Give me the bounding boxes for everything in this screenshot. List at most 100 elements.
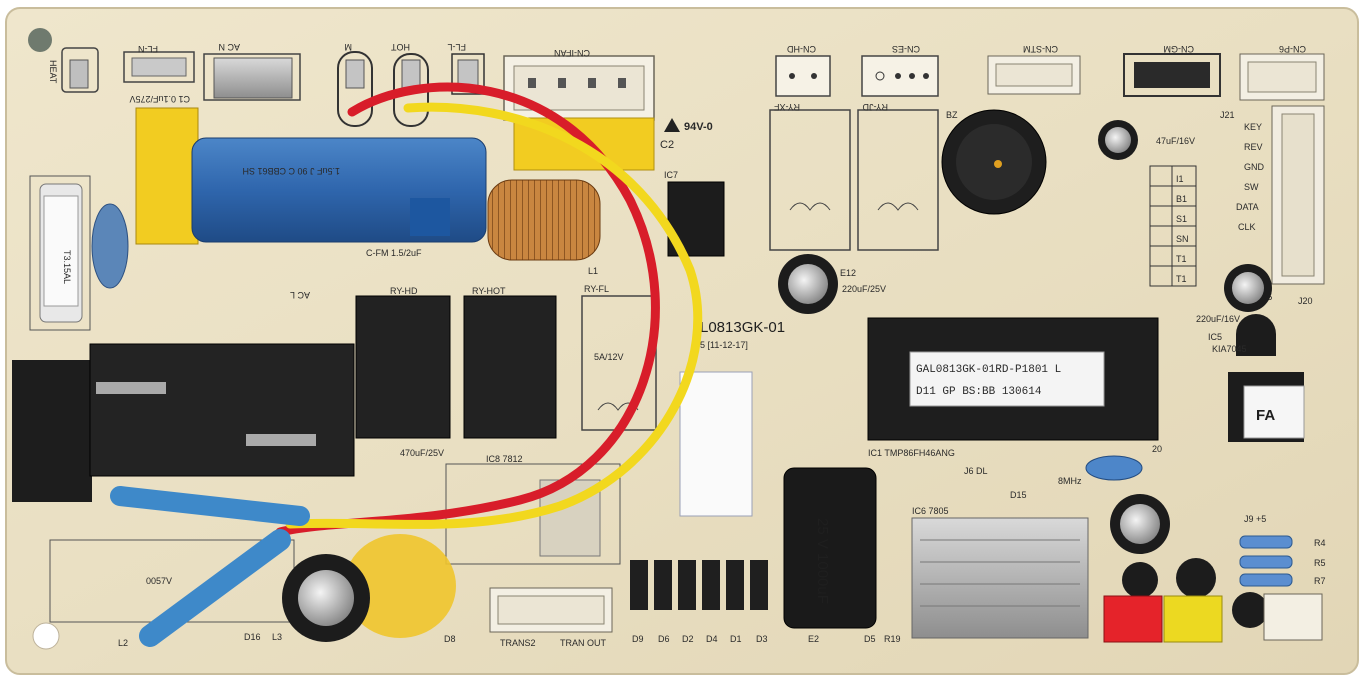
- label-cn-hd: CN-HD: [787, 44, 816, 54]
- label-ac-l: AC L: [290, 290, 310, 300]
- capacitor-1000uf: [783, 467, 877, 629]
- grid-s1: S1: [1176, 214, 1187, 224]
- connector-cn-p6: [1239, 53, 1325, 101]
- label-m: M: [345, 42, 353, 52]
- heatsink-ic6: [911, 517, 1089, 639]
- connector-m: [337, 51, 373, 127]
- label-d3: D3: [756, 634, 768, 644]
- capacitor-small-3: [1232, 592, 1268, 628]
- label-c1: C1 0.1uF/275V: [129, 94, 190, 104]
- mcu-chip: [867, 317, 1159, 441]
- mounting-hole-top-left: [28, 28, 52, 52]
- paper-label: [679, 371, 753, 517]
- label-ul-mark: 94V-0: [684, 121, 713, 133]
- capacitor-e3: [1110, 494, 1170, 554]
- relay-black-1: [12, 360, 92, 502]
- label-d8: D8: [444, 634, 456, 644]
- resistor-r7: [1239, 573, 1293, 587]
- buzzer: [941, 109, 1047, 215]
- label-r19: R19: [884, 634, 901, 644]
- fan-capacitor-blue: [191, 137, 487, 243]
- connector-heat: [61, 47, 99, 93]
- label-ic8: IC8 7812: [486, 454, 523, 464]
- label-20: 20: [1152, 444, 1162, 454]
- mcu-label-line2: D11 GP BS:BB 130614: [916, 386, 1042, 398]
- label-d16: D16: [244, 632, 261, 642]
- pin-gnd: GND: [1244, 162, 1265, 172]
- silkscreen-grid: [1149, 165, 1197, 287]
- label-l2: L2: [118, 638, 128, 648]
- label-r4: R4: [1314, 538, 1326, 548]
- label-d6: D6: [658, 634, 670, 644]
- label-fl-l: FL-L: [447, 42, 466, 52]
- relay-black-main: [89, 343, 355, 477]
- label-e12: E12: [840, 268, 856, 278]
- pin-header-display: [1271, 105, 1325, 285]
- capacitor-e11: [1098, 120, 1138, 160]
- label-j20: J20: [1298, 296, 1313, 306]
- label-fuse: T3.15AL: [62, 250, 72, 284]
- relay-jd: [857, 109, 939, 251]
- capacitor-bottom: [282, 554, 370, 642]
- label-c2: C2: [660, 139, 674, 151]
- wire-yellow: [285, 102, 703, 529]
- label-j9: J9 +5: [1244, 514, 1266, 524]
- capacitor-small-2: [1176, 558, 1216, 598]
- capacitor-e12: [778, 254, 838, 314]
- mcu-part: IC1 TMP86FH46ANG: [868, 448, 955, 458]
- connector-cn-ifan: [503, 55, 655, 121]
- label-ry-jd: RY-JD: [862, 102, 888, 112]
- label-bz: BZ: [946, 110, 958, 120]
- grid-t1: T1: [1176, 254, 1187, 264]
- label-ry-fl: RY-FL: [584, 284, 609, 294]
- label-8mhz: 8MHz: [1058, 476, 1082, 486]
- relay-terminal-1: [96, 382, 166, 394]
- label-c-fm: C-FM 1.5/2uF: [366, 248, 422, 258]
- ic5-transistor: [1236, 314, 1276, 356]
- label-cn-ifan: CN-IFAN: [554, 48, 590, 58]
- label-sticker: 0057V: [146, 576, 172, 586]
- capacitor-small-1: [1122, 562, 1158, 598]
- connector-red: [1103, 595, 1163, 643]
- label-d5: D5: [864, 634, 876, 644]
- label-d4: D4: [706, 634, 718, 644]
- wire-terminal-blue-1: [110, 486, 310, 526]
- label-ry-hot: RY-HOT: [472, 286, 506, 296]
- resistor-r5: [1239, 555, 1293, 569]
- wire-red: [275, 82, 660, 537]
- label-ic5: IC5: [1208, 332, 1222, 342]
- connector-trans: [489, 587, 613, 633]
- label-cn-p6: CN-P6: [1279, 44, 1306, 54]
- pin-sw: SW: [1244, 182, 1259, 192]
- label-470uf: 470uF/25V: [400, 448, 444, 458]
- connector-ac-n: [203, 53, 301, 101]
- crystal-8mhz: [1085, 455, 1143, 481]
- pin-rev: REV: [1244, 142, 1263, 152]
- resistor-r4: [1239, 535, 1293, 549]
- wire-terminal-blue-2: [139, 529, 291, 647]
- label-e11-val: 47uF/16V: [1156, 136, 1195, 146]
- connector-white-bottom: [1263, 593, 1323, 641]
- relay-ry-hd: [355, 295, 451, 439]
- label-cn-es: CN-ES: [892, 44, 920, 54]
- label-j6: J6 DL: [964, 466, 988, 476]
- glue-blob: [344, 534, 456, 638]
- label-cn-stm: CN-STM: [1023, 44, 1058, 54]
- fa-chip: [1228, 372, 1305, 442]
- connector-cn-hd: [775, 55, 831, 97]
- label-e9-val: 220uF/16V: [1196, 314, 1240, 324]
- relay-terminal-2: [246, 434, 316, 446]
- ul-triangle-icon: [664, 118, 680, 132]
- label-l3: L3: [272, 632, 282, 642]
- label-ic7: IC7: [664, 170, 678, 180]
- board-date-code: 5 [11-12-17]: [700, 340, 748, 350]
- label-ry-hd: RY-HD: [390, 286, 418, 296]
- connector-yellow: [1163, 595, 1223, 643]
- label-e2: E2: [808, 634, 819, 644]
- label-d1: D1: [730, 634, 742, 644]
- label-d15: D15: [1010, 490, 1027, 500]
- label-hot: HOT: [391, 42, 411, 52]
- pin-data: DATA: [1236, 202, 1259, 212]
- pin-clk: CLK: [1238, 222, 1256, 232]
- fuse-holder: [29, 175, 91, 331]
